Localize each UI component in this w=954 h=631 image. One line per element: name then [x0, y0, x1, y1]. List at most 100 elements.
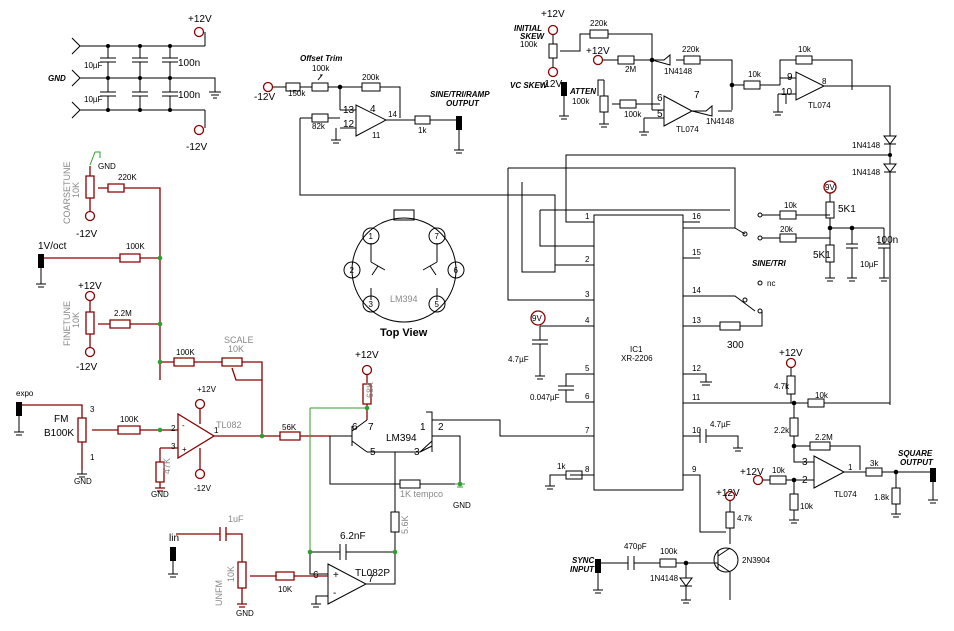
offset-jack-icon	[456, 116, 462, 130]
skew-neg-icon	[547, 66, 559, 78]
skew-pos2-icon	[592, 54, 604, 66]
core-r68k: 68K	[365, 382, 375, 398]
supply-pos-label: +12V	[188, 14, 212, 25]
supply-cap4: 100n	[178, 90, 200, 101]
expo-r220: 220K	[118, 173, 137, 182]
right-c47u: 4.7µF	[508, 355, 529, 364]
skew-r10k-a: 10k	[748, 70, 762, 79]
lin-pot: 10K	[226, 566, 236, 582]
sine-tri-label: SINE/TRI	[752, 259, 787, 268]
lin-r10k: 10K	[278, 585, 293, 594]
op1-neg-label: -12V	[194, 484, 212, 493]
sync-pos12-label: +12V	[716, 488, 740, 499]
lin-cap: 1uF	[228, 514, 244, 524]
sine-r10k: 10k	[784, 201, 798, 210]
square-jack-icon	[930, 468, 936, 482]
supply-gnd-label: GND	[48, 74, 66, 83]
sync-label2: INPUT	[570, 565, 595, 574]
skew-pos-icon	[547, 24, 559, 36]
diode-label-2: 1N4148	[852, 168, 881, 177]
lin-jack-icon	[170, 547, 176, 561]
lm394-top-pin-6	[447, 261, 465, 279]
op2-plus: +	[333, 570, 339, 581]
skew-r220b: 220k	[682, 45, 700, 54]
xr2206-right: 10k 20k SINE/TRI nc 9V 5K1 5K1 10µF 100n…	[508, 180, 938, 604]
xr2206-left-pin-2: 2	[585, 255, 590, 264]
expo-scale: SCALE	[224, 335, 254, 345]
xr2206-right-pin-12: 12	[692, 364, 701, 373]
expo-opamp: TL082	[216, 420, 242, 430]
offset-pin14: 14	[388, 110, 397, 119]
sync-label1: SYNC	[572, 556, 594, 565]
lm394-top-pin-label-1: 1	[369, 232, 374, 241]
expo-gnd1: GND	[98, 162, 116, 171]
right-pos12-label: +12V	[779, 348, 803, 359]
expo-block: GND -12V COARSETUNE 10K 220K 1V/oct 100K…	[14, 151, 330, 499]
xr2206-left-pin-7: 7	[585, 426, 590, 435]
expo-r22m: 2.2M	[114, 309, 132, 318]
right-r18k: 1.8k	[874, 493, 890, 502]
offset-out2: OUTPUT	[446, 99, 480, 108]
skew-pin9: 9	[787, 72, 793, 83]
xr2206-right-pin-15: 15	[692, 248, 701, 257]
skew-initial1: INITIAL	[514, 24, 542, 33]
offset-block: -12V 150k Offset Trim 100k 200k 82k 13 4…	[254, 54, 572, 266]
expo-gnd2: GND	[151, 490, 169, 499]
fm-gnd: GND	[74, 477, 92, 486]
lm394-top-pin-label-7: 7	[435, 232, 440, 241]
supply-cap3: 100n	[178, 58, 200, 69]
right-pin2: 2	[802, 475, 808, 486]
right-pos12-icon	[785, 357, 797, 369]
voct-jack-icon	[38, 254, 44, 268]
square-out2: OUTPUT	[900, 458, 934, 467]
right-pos12b-label: +12V	[740, 467, 764, 478]
xr2206-right-pin-11: 11	[692, 393, 701, 402]
square-out1: SQUARE	[898, 449, 933, 458]
lm394-pin2: 2	[438, 422, 444, 433]
expo-r56k: 56K	[282, 423, 297, 432]
right-9v-label: 9V	[825, 183, 835, 192]
xr2206-right-pin-16: 16	[692, 212, 701, 221]
xr2206-right-pin-14: 14	[692, 286, 701, 295]
skew-vc: VC SKEW	[510, 81, 549, 90]
skew-pin8: 8	[822, 77, 827, 86]
skew-pos-label: +12V	[541, 9, 565, 20]
offset-pot: 100k	[312, 64, 330, 73]
lm394-tempco: 1K tempco	[400, 489, 443, 499]
right-r10k3: 10k	[772, 466, 786, 475]
lm394-pin6: 6	[352, 422, 358, 433]
right-5k1a: 5K1	[838, 204, 856, 215]
skew-neg-label: -12V	[541, 79, 562, 90]
xr2206-part: XR-2206	[621, 354, 653, 363]
junctions	[106, 44, 899, 566]
xr2206-ic: IC1	[630, 345, 643, 354]
lm394-pin7: 7	[368, 422, 374, 433]
xr2206-left-pin-5: 5	[585, 364, 590, 373]
lm394-top-pin-label-6: 6	[454, 266, 459, 275]
op2-minus: -	[333, 588, 336, 599]
expo-r100a: 100K	[126, 242, 145, 251]
skew-atten: ATTEN	[569, 87, 596, 96]
sync-pos12-icon	[724, 490, 736, 502]
right-r3k: 3k	[870, 459, 879, 468]
xr2206-body	[593, 214, 684, 491]
op1-pos-label: +12V	[197, 385, 217, 394]
core-cap62: 6.2nF	[340, 531, 366, 542]
fine-neg-icon	[84, 346, 96, 358]
lm394-top-label: LM394	[390, 294, 418, 304]
skew-r220a: 220k	[590, 19, 608, 28]
right-opamp: TL074	[834, 490, 857, 499]
lm394-top-pin-label-3: 3	[369, 300, 374, 309]
diode-pair: 1N4148 1N4148	[565, 135, 897, 405]
expo-r100b: 100K	[176, 348, 195, 357]
offset-pin13: 13	[343, 105, 355, 116]
fine-pot: 10K	[71, 312, 81, 328]
skew-vc-jack-icon	[561, 82, 567, 96]
xr2206-left-pin-1: 1	[585, 212, 590, 221]
lm394-top-caption: Top View	[380, 327, 428, 339]
supply-pos-icon	[193, 26, 205, 38]
op2-pin7: 7	[368, 574, 374, 585]
fine-label: FINETUNE	[62, 301, 72, 346]
core-pos-label: +12V	[355, 350, 379, 361]
diode-label-1: 1N4148	[852, 141, 881, 150]
